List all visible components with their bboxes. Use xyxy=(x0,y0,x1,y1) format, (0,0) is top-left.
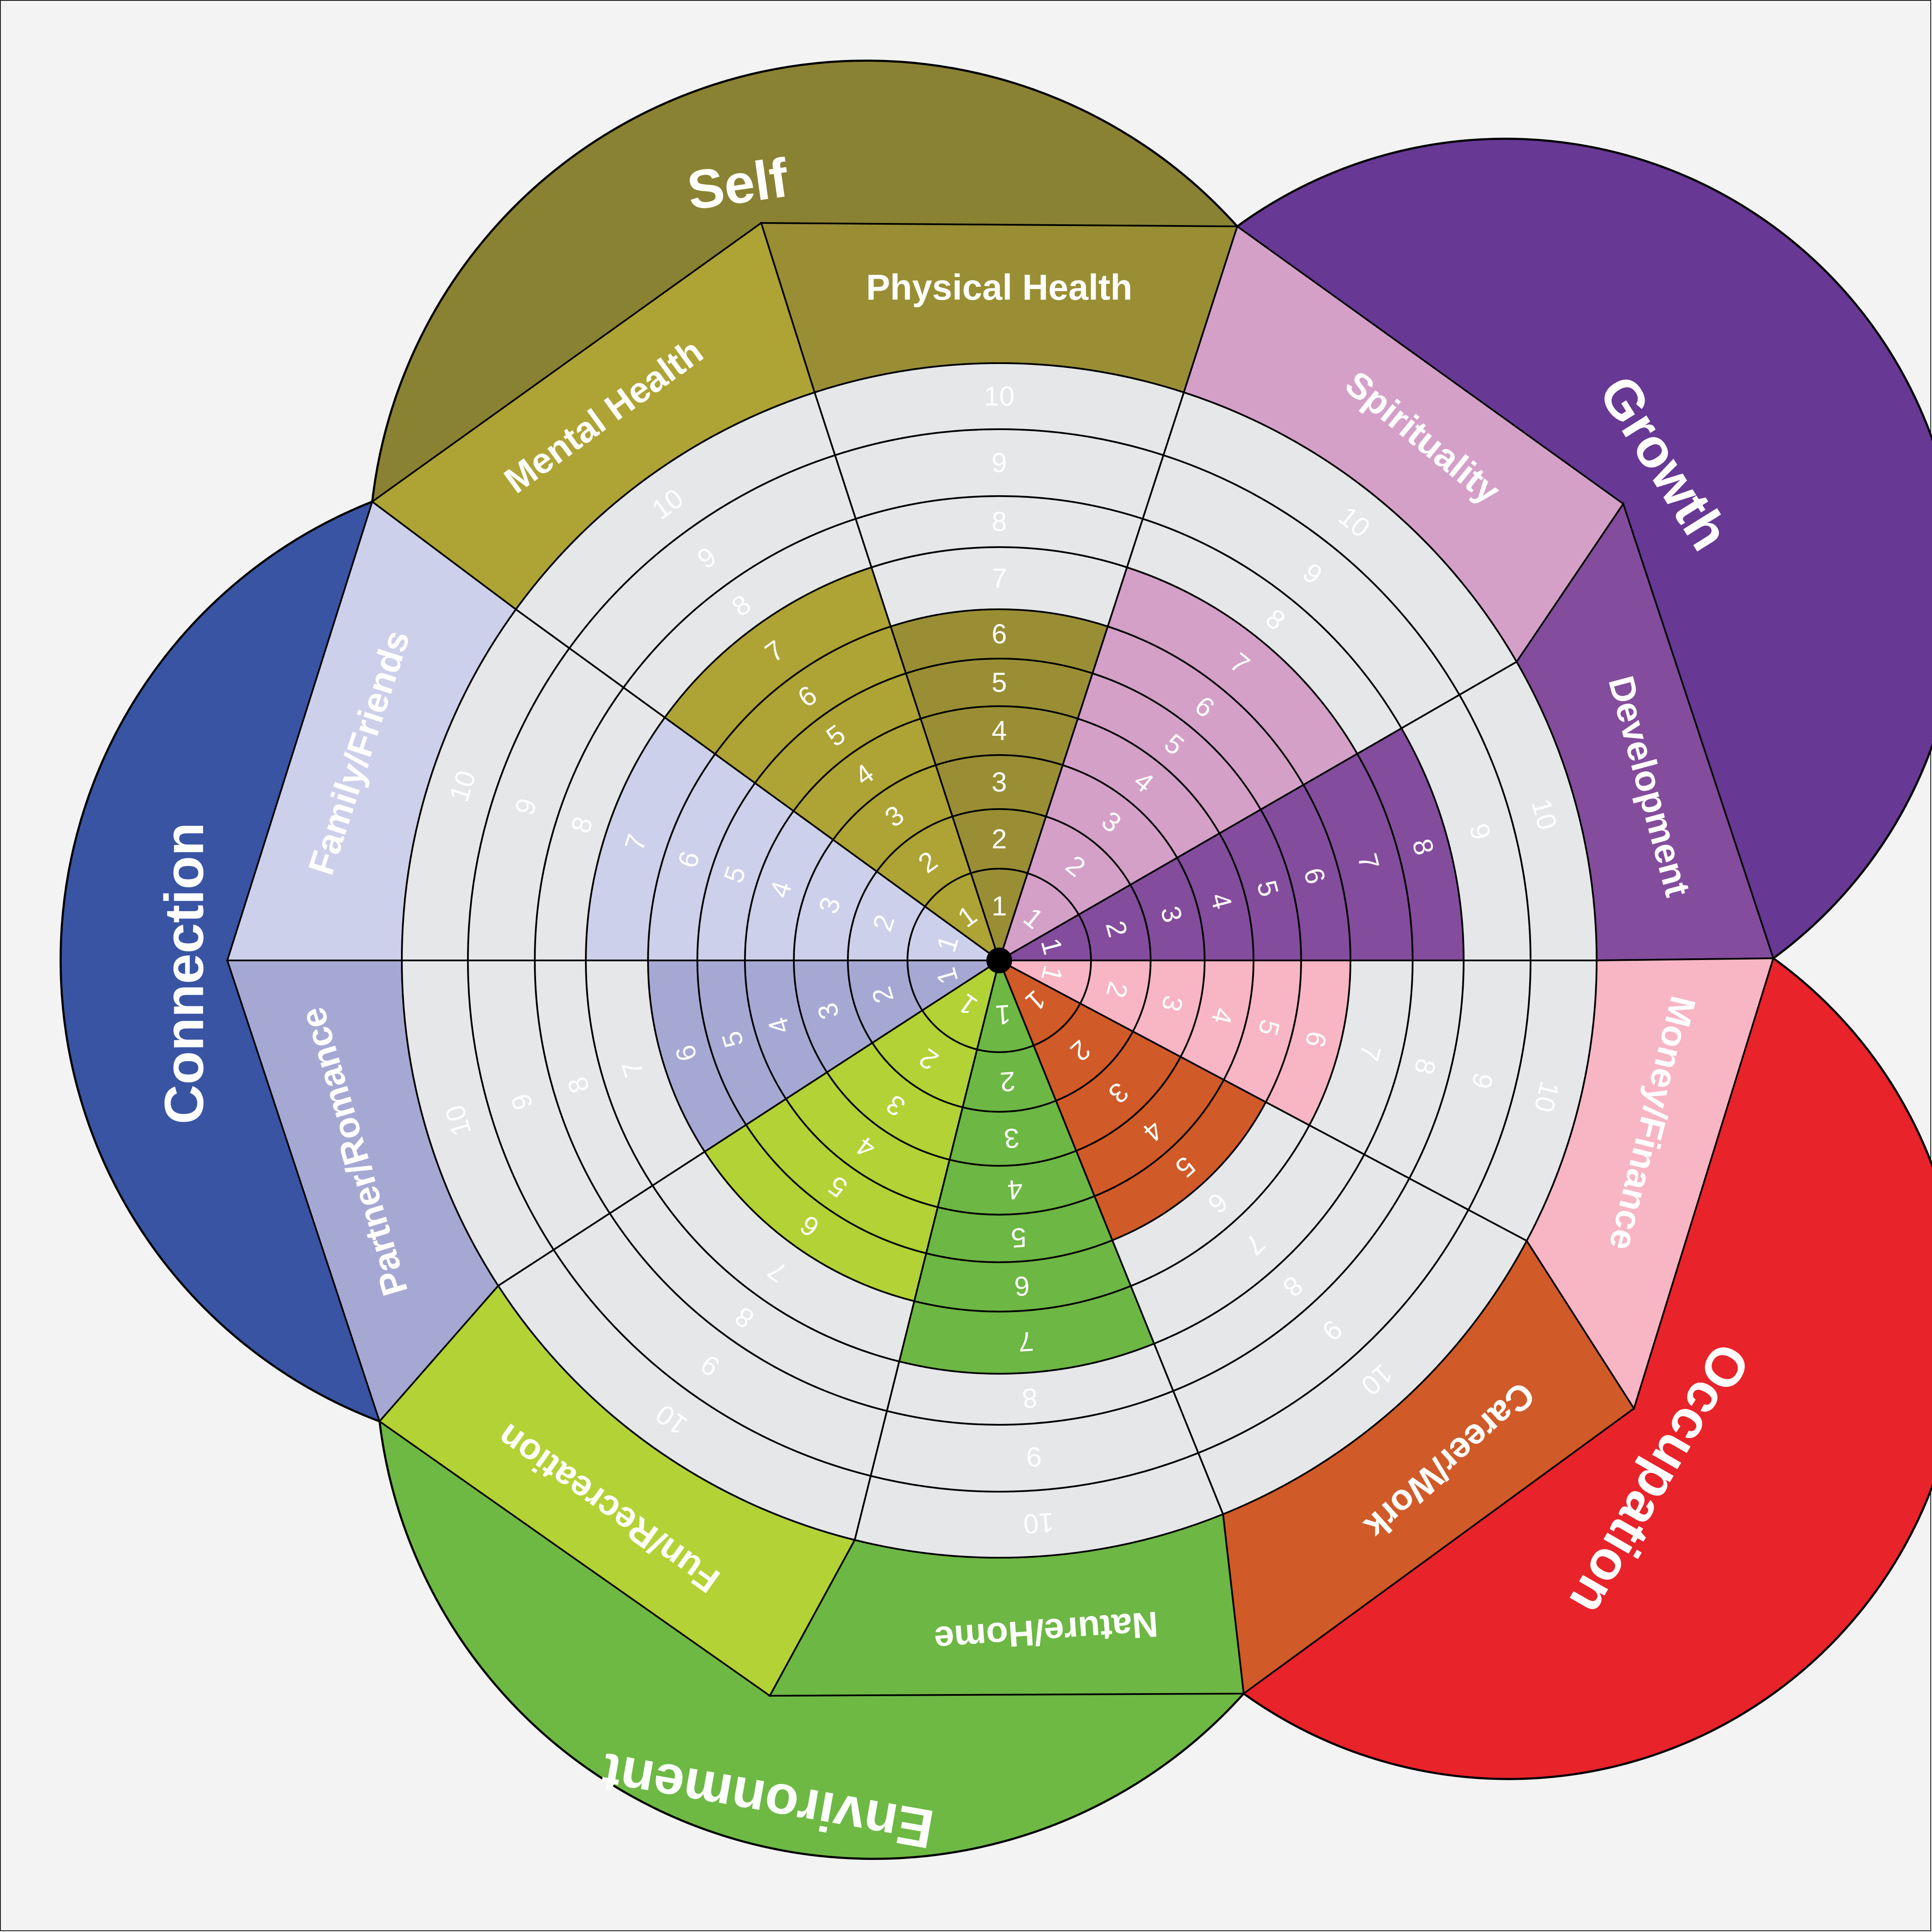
ring-number-label: 9 xyxy=(1025,1441,1043,1473)
ring-number-label: 1 xyxy=(995,999,1012,1031)
ring-number-label: 10 xyxy=(984,381,1014,412)
ring-number-label: 3 xyxy=(992,767,1007,797)
ring-number-label: 10 xyxy=(1528,1078,1565,1115)
ring-number-label: 4 xyxy=(992,715,1007,746)
ring-number-label: 3 xyxy=(1003,1122,1021,1154)
ring-number-label: 6 xyxy=(1013,1270,1031,1302)
ring-number-label: 8 xyxy=(1021,1382,1039,1414)
ring-number-label: 6 xyxy=(992,619,1007,650)
category-bands-layer xyxy=(226,221,1775,1697)
ring-number-label: 1 xyxy=(992,891,1007,921)
ring-number-label: 4 xyxy=(1007,1174,1024,1206)
ring-number-label: 10 xyxy=(1022,1507,1055,1540)
ring-number-label: 7 xyxy=(1017,1326,1035,1357)
ring-number-label: 9 xyxy=(992,447,1007,478)
ring-number-label: 2 xyxy=(992,824,1007,855)
category-label: Physical Health xyxy=(866,267,1133,307)
ring-number-label: 8 xyxy=(992,506,1007,537)
score-cell-empty xyxy=(1162,391,1518,696)
ring-number-label: 5 xyxy=(992,667,1007,698)
ring-number-label: 5 xyxy=(1010,1222,1028,1254)
domain-label: Self xyxy=(684,147,792,222)
domain-label: Connection xyxy=(154,822,215,1124)
center-hub xyxy=(986,948,1012,973)
ring-number-label: 7 xyxy=(992,563,1007,594)
ring-number-label: 2 xyxy=(999,1066,1017,1098)
